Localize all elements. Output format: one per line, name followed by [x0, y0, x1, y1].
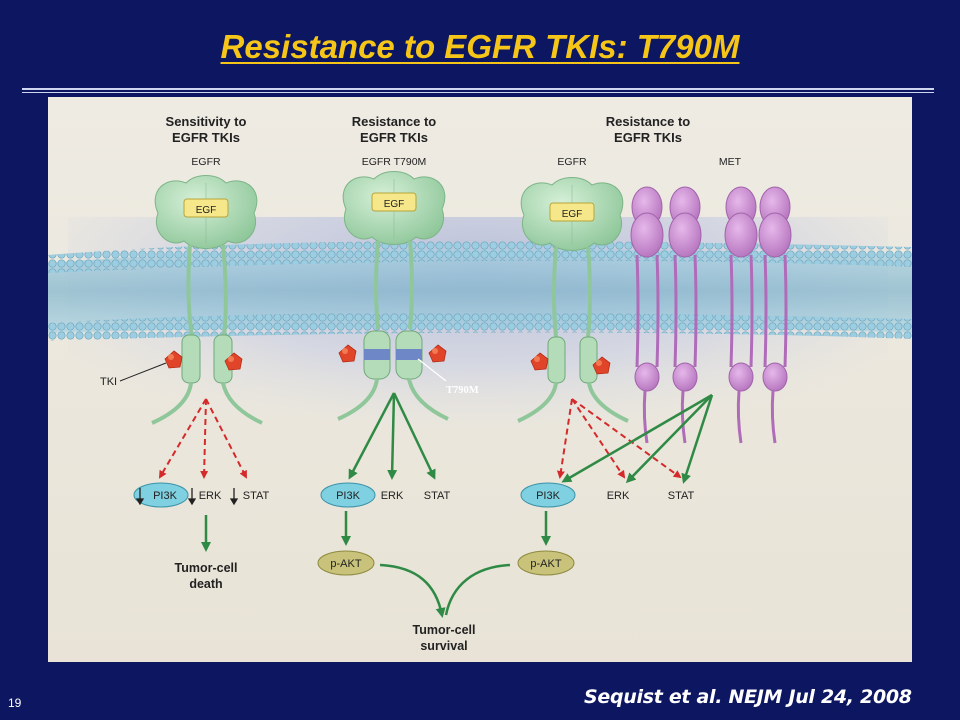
panel3-heading-line2: EGFR TKIs: [614, 130, 682, 145]
panel2-erk: ERK: [381, 490, 404, 502]
ligand-label-2: EGF: [384, 199, 405, 210]
inhibited-arrow-pi3k-1: [158, 398, 207, 479]
panel-met-resistance: Resistance to EGFR TKIs EGFR MET EGF PI3…: [517, 114, 793, 576]
pi3k-oval-3: [520, 482, 576, 508]
panel1-pi3k: PI3K: [153, 490, 178, 502]
panel3-receptor-label: EGFR: [557, 156, 587, 168]
panel1-stat: STAT: [243, 490, 270, 502]
panel-sensitivity: Sensitivity to EGFR TKIs EGFR EGF TKI PI…: [100, 114, 270, 591]
slide-title: Resistance to EGFR TKIs: T790M: [220, 28, 740, 65]
t790m-pointer: [417, 358, 447, 382]
inhibited-arrow-stat-1: [205, 398, 247, 479]
cell-membrane: [48, 240, 912, 341]
title-divider-thin: [22, 92, 934, 93]
panel2-pi3k: PI3K: [336, 490, 361, 502]
panel3-heading-line1: Resistance to: [606, 114, 691, 129]
ligand-label-1: EGF: [196, 205, 217, 216]
survival-line2: survival: [420, 639, 467, 653]
panel1-heading-line1: Sensitivity to: [166, 114, 247, 129]
pi3k-oval-1: [133, 482, 189, 508]
active-arrow-erk-2: [387, 392, 398, 480]
egfr-dimer-3: EGF: [520, 177, 624, 251]
panel3-erk: ERK: [607, 490, 630, 502]
tki-label: TKI: [100, 376, 117, 388]
met-arrow-erk: [625, 394, 713, 484]
panel1-heading-line2: EGFR TKIs: [172, 130, 240, 145]
panel3-akt: p-AKT: [530, 558, 561, 570]
kinase-domain-3b: [579, 336, 598, 384]
t790m-label: T790M: [446, 385, 479, 396]
egfr-dimer-1: EGF: [154, 175, 258, 249]
panel1-receptor-label: EGFR: [191, 156, 221, 168]
citation: Sequist et al. NEJM Jul 24, 2008: [584, 686, 912, 708]
pi3k-oval-2: [320, 482, 376, 508]
panel1-erk: ERK: [199, 490, 222, 502]
panel2-stat: STAT: [424, 490, 451, 502]
survival-convergence: Tumor-cell survival: [379, 563, 511, 653]
active-arrow-stat-2: [392, 392, 436, 480]
panel3-pi3k: PI3K: [536, 490, 561, 502]
panel2-akt: p-AKT: [330, 558, 361, 570]
inhibited-arrow-stat-3: [571, 398, 682, 479]
panel2-receptor-label: EGFR T790M: [362, 156, 427, 168]
panel2-heading-line1: Resistance to: [352, 114, 437, 129]
ligand-label-3: EGF: [562, 209, 583, 220]
egfr-resistance-figure: Sensitivity to EGFR TKIs EGFR EGF TKI PI…: [48, 97, 912, 662]
panel2-heading-line2: EGFR TKIs: [360, 130, 428, 145]
met-arrow-pi3k: [561, 393, 713, 483]
akt-oval-3: [517, 550, 575, 576]
panel1-outcome-line2: death: [189, 577, 222, 591]
panel-t790m-resistance: Resistance to EGFR TKIs EGFR T790M EGF T…: [317, 114, 479, 576]
akt-oval-2: [317, 550, 375, 576]
panel3-receptor2-label: MET: [719, 156, 742, 168]
t790m-band-b: [396, 349, 422, 360]
kinase-domain-3a: [547, 336, 566, 384]
active-arrow-pi3k-2: [348, 392, 396, 480]
tki-pointer: [119, 362, 167, 382]
inhibited-arrow-erk-1: [200, 398, 209, 479]
met-arrow-stat: [681, 394, 714, 484]
title-divider: [22, 88, 934, 90]
survival-line1: Tumor-cell: [413, 623, 476, 637]
inhibited-arrow-pi3k-3: [556, 398, 573, 479]
down-arrows-1: [135, 488, 239, 506]
t790m-band-a: [364, 349, 390, 360]
panel3-stat: STAT: [668, 490, 695, 502]
kinase-domain-1a: [181, 334, 201, 384]
slide-number: 19: [8, 696, 22, 710]
panel1-outcome-line1: Tumor-cell: [175, 561, 238, 575]
inhibited-arrow-erk-3: [571, 398, 626, 479]
egfr-dimer-2: EGF: [342, 171, 446, 245]
